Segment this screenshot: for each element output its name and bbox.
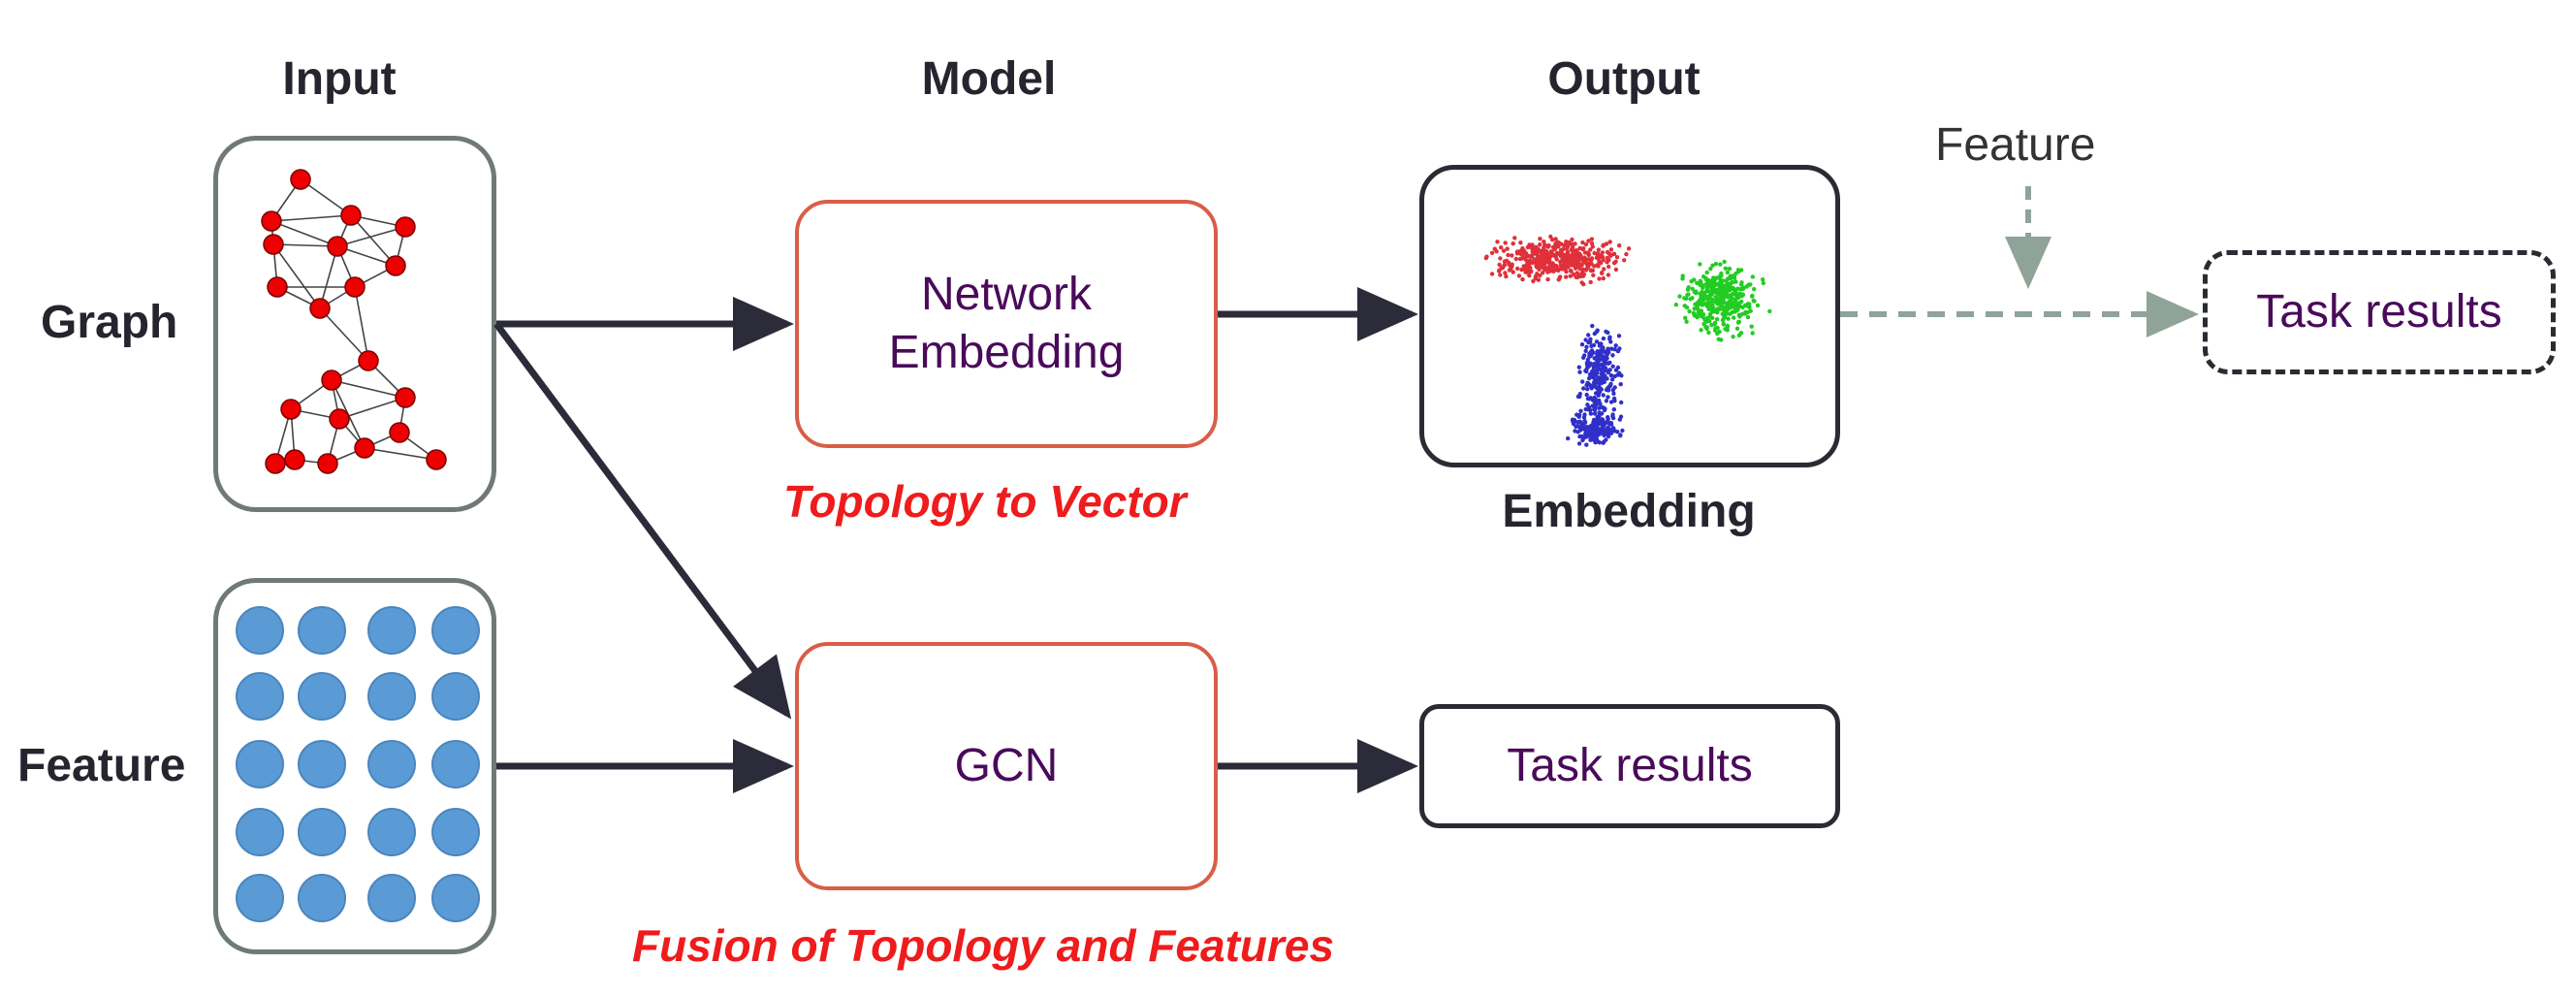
graph-network-icon [261, 169, 447, 474]
feature-matrix-icon [236, 606, 480, 922]
graph-node [267, 276, 288, 298]
graph-node [327, 236, 348, 257]
feature-dot [298, 874, 346, 922]
feature-dot [367, 672, 416, 721]
fusion-caption: Fusion of Topology and Features [632, 920, 1335, 971]
feature-dot [236, 672, 284, 721]
feature-dot [298, 672, 346, 721]
graph-node [261, 210, 282, 232]
embedding-scatter-icon [1483, 234, 1772, 447]
row-label-feature: Feature [17, 740, 186, 791]
gcn-label: GCN [954, 740, 1059, 791]
embedding-caption: Embedding [1502, 486, 1756, 537]
feature-dot [298, 740, 346, 788]
graph-node [395, 387, 416, 408]
task-results-dashed-box: Task results [2203, 250, 2556, 374]
feature-dot [236, 874, 284, 922]
feature-dot [298, 808, 346, 856]
network-embedding-line1: Network [920, 269, 1093, 320]
embedding-output-box [1419, 165, 1840, 467]
graph-node [385, 255, 406, 276]
network-embedding-line2: Embedding [888, 327, 1125, 378]
feature-side-label: Feature [1935, 119, 2096, 171]
feature-dot [236, 606, 284, 655]
gcn-box: GCN [795, 642, 1218, 890]
arrow-graph-to-gcn [493, 321, 792, 720]
feature-dot [431, 808, 480, 856]
graph-node [329, 408, 350, 430]
feature-dot [367, 808, 416, 856]
feature-dot [298, 606, 346, 655]
feature-dot [367, 606, 416, 655]
feature-dot [431, 740, 480, 788]
feature-dot [431, 606, 480, 655]
feature-dot [431, 874, 480, 922]
graph-node [284, 449, 305, 470]
task-results-dashed-label: Task results [2256, 286, 2502, 337]
topology-to-vector-caption: Topology to Vector [783, 476, 1187, 527]
graph-node [309, 298, 331, 319]
task-results-box: Task results [1419, 704, 1840, 828]
feature-dot [236, 740, 284, 788]
header-model: Model [921, 53, 1057, 105]
header-input: Input [282, 53, 397, 105]
feature-dot [367, 740, 416, 788]
graph-node [265, 453, 286, 474]
header-output: Output [1547, 53, 1701, 105]
graph-node [395, 216, 416, 238]
graph-node [344, 276, 366, 298]
graph-node [389, 422, 410, 443]
graph-node [358, 350, 379, 371]
graph-node [280, 399, 302, 420]
graph-node [354, 437, 375, 459]
graph-node [263, 234, 284, 255]
graph-node [317, 453, 338, 474]
task-results-label: Task results [1507, 740, 1753, 791]
feature-dot [236, 808, 284, 856]
network-embedding-box: Network Embedding [795, 200, 1218, 448]
graph-node [340, 205, 362, 226]
graph-node [426, 449, 447, 470]
feature-dot [431, 672, 480, 721]
graph-node [321, 369, 342, 391]
row-label-graph: Graph [41, 297, 178, 348]
graph-node [290, 169, 311, 190]
feature-dot [367, 874, 416, 922]
